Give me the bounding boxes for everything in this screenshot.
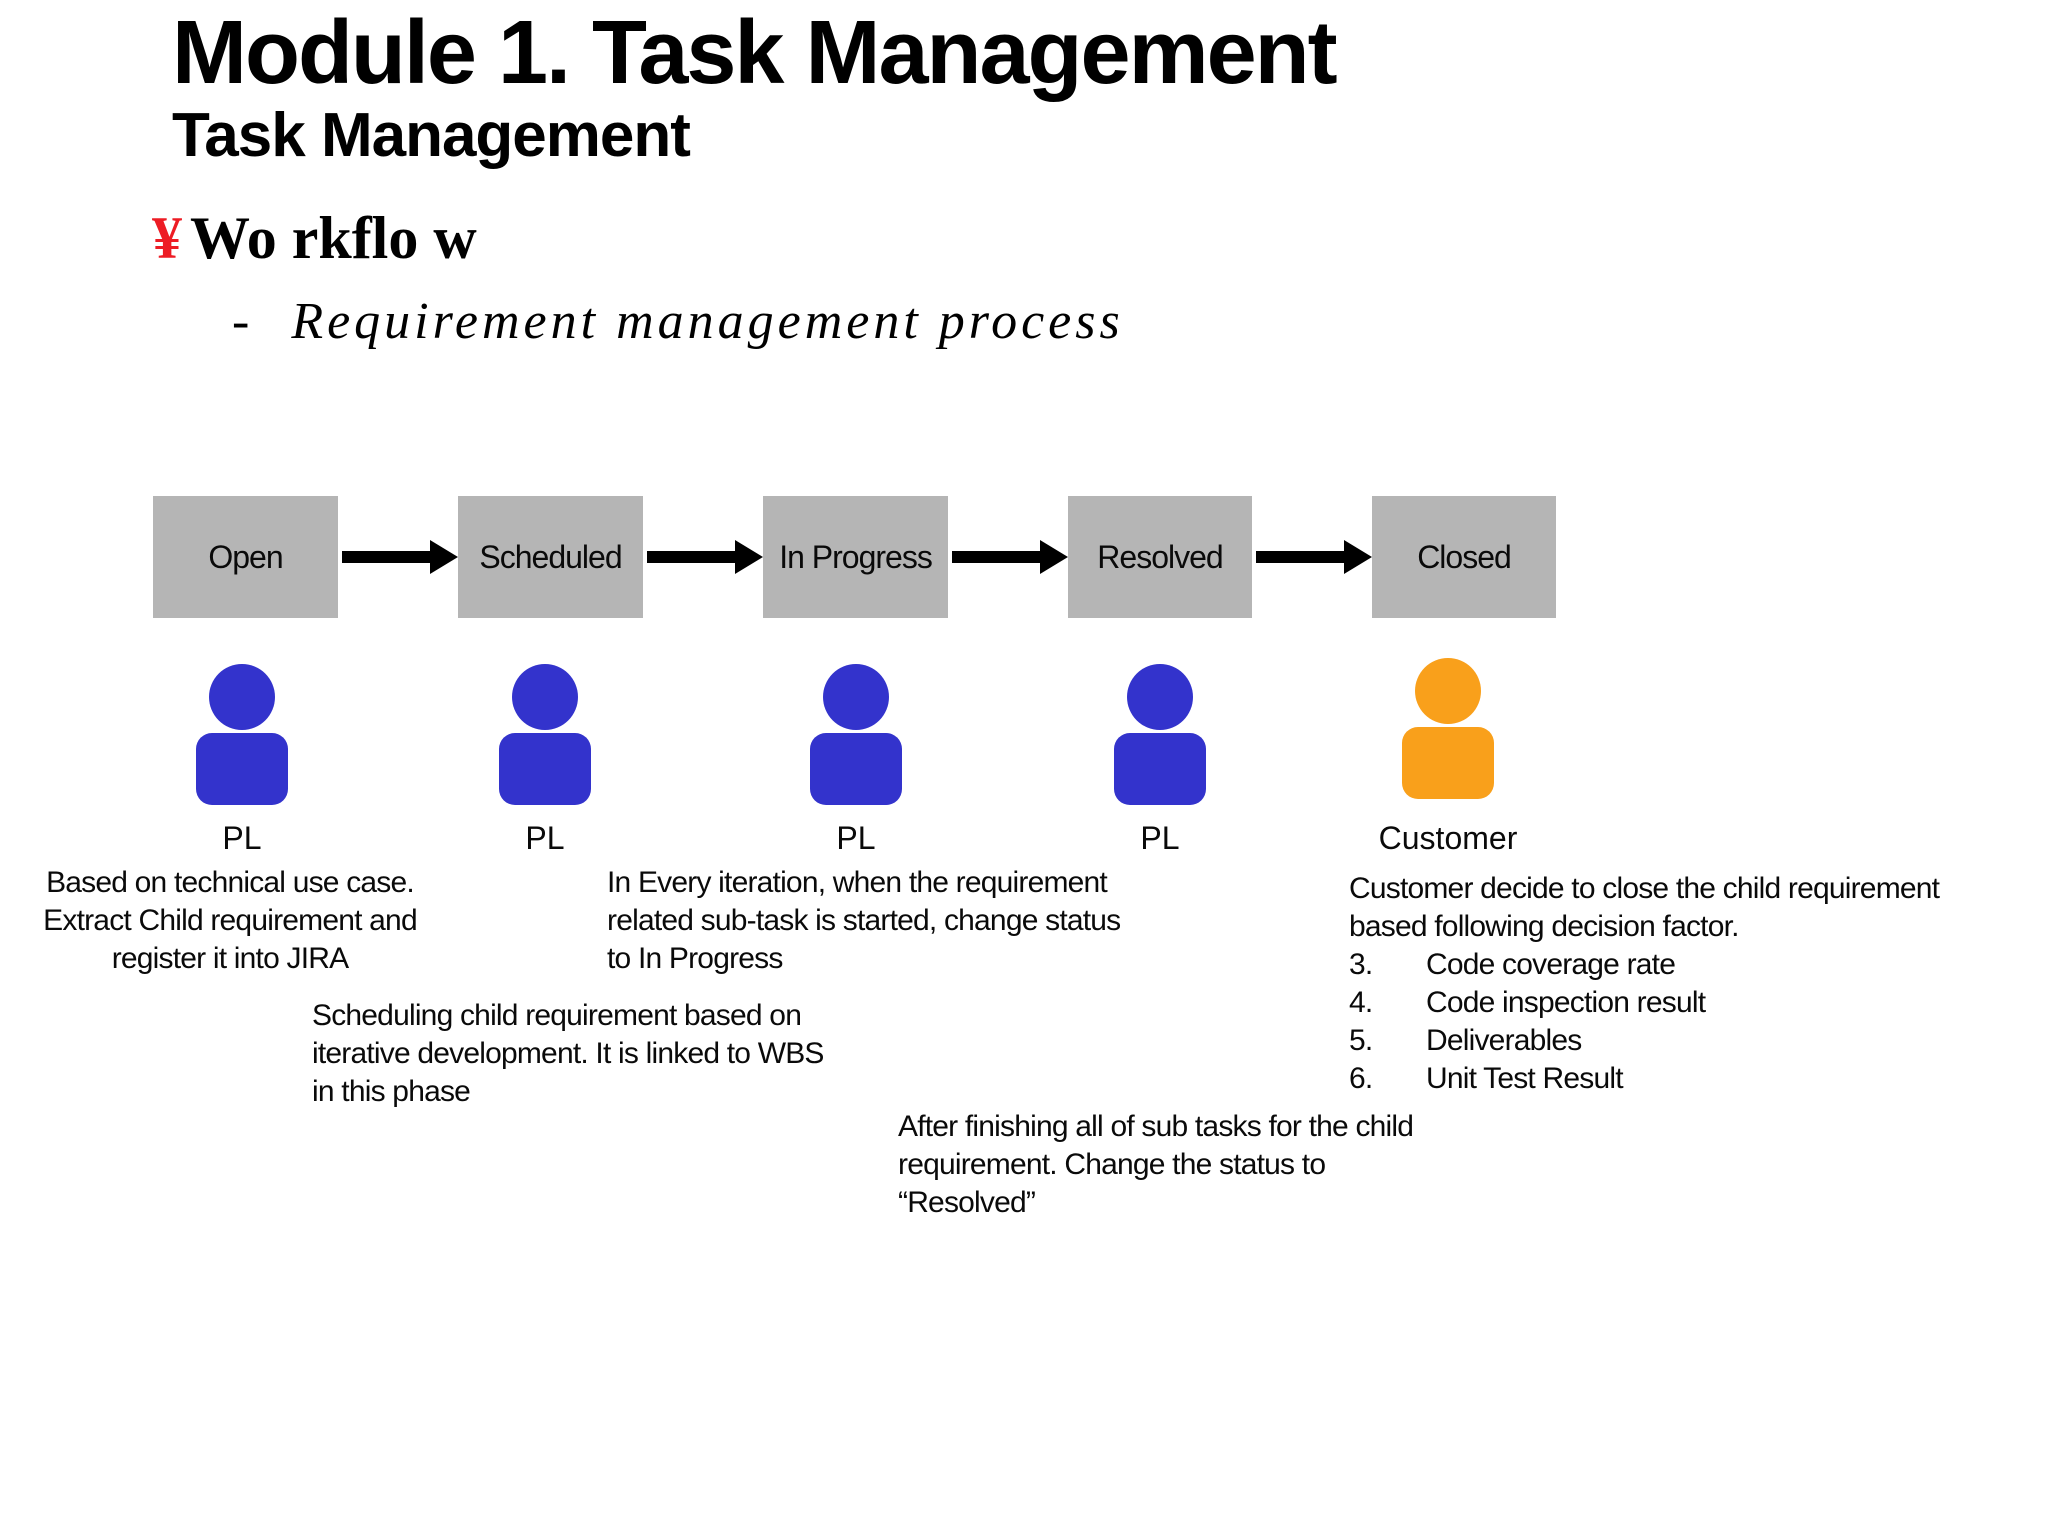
stage-label-closed: Closed	[1417, 538, 1512, 575]
sub-bullet-label: Requirement management process	[291, 293, 1124, 350]
annotation-in-progress: In Every iteration, when the requirement…	[607, 864, 1167, 978]
arrow-inprogress-to-resolved-icon	[952, 540, 1068, 574]
list-number: 3.	[1349, 948, 1373, 981]
person-icon-pl-resolved	[1110, 664, 1210, 805]
list-text: Code inspection result	[1426, 986, 1706, 1019]
annotation-line: Customer decide to close the child requi…	[1349, 872, 1940, 905]
actor-label-pl-open: PL	[222, 820, 262, 856]
page-subtitle: Task Management	[172, 101, 691, 170]
arrow-scheduled-to-inprogress-icon	[647, 540, 763, 574]
list-number: 5.	[1349, 1024, 1373, 1057]
annotation-resolved: After finishing all of sub tasks for the…	[898, 1108, 1458, 1222]
person-icon-pl-scheduled	[495, 664, 595, 805]
person-torso	[196, 733, 288, 805]
annotation-line: related sub-task is started, change stat…	[607, 904, 1121, 937]
person-torso	[1402, 727, 1494, 799]
sub-bullet: - Requirement management process	[232, 292, 1124, 351]
list-text: Code coverage rate	[1426, 948, 1676, 981]
dash-bullet: -	[232, 293, 250, 350]
stage-label-open: Open	[208, 538, 283, 575]
workflow-heading-label: Wo rkflo w	[190, 205, 477, 271]
annotation-line: Extract Child requirement and	[43, 904, 417, 937]
annotation-line: In Every iteration, when the requirement	[607, 866, 1108, 899]
actor-label-pl-in-progress: PL	[836, 820, 876, 856]
decision-factor-item: 4. Code inspection result	[1349, 984, 1989, 1022]
stage-label-resolved: Resolved	[1097, 538, 1223, 575]
stage-box-scheduled: Scheduled	[458, 496, 643, 618]
actor-label-pl-resolved: PL	[1140, 820, 1180, 856]
actor-label-pl-scheduled: PL	[525, 820, 565, 856]
list-text: Deliverables	[1426, 1024, 1582, 1057]
decision-factor-item: 3. Code coverage rate	[1349, 946, 1989, 984]
list-number: 6.	[1349, 1062, 1373, 1095]
annotation-scheduled: Scheduling child requirement based on it…	[312, 997, 872, 1111]
annotation-line: requirement. Change the status to	[898, 1148, 1326, 1181]
arrow-resolved-to-closed-icon	[1256, 540, 1372, 574]
stage-box-resolved: Resolved	[1068, 496, 1252, 618]
person-head	[1127, 664, 1193, 730]
person-head	[823, 664, 889, 730]
decision-factor-item: 5. Deliverables	[1349, 1022, 1989, 1060]
annotation-line: to In Progress	[607, 942, 783, 975]
annotation-line: “Resolved”	[898, 1186, 1036, 1219]
person-head	[512, 664, 578, 730]
annotation-line: based following decision factor.	[1349, 910, 1739, 943]
stage-label-scheduled: Scheduled	[479, 538, 622, 575]
annotation-line: iterative development. It is linked to W…	[312, 1037, 824, 1070]
decision-factor-item: 6. Unit Test Result	[1349, 1060, 1989, 1098]
yen-bullet-icon: ¥	[152, 205, 182, 271]
page-title: Module 1. Task Management	[172, 3, 1338, 103]
workflow-heading: ¥ Wo rkflo w	[152, 204, 477, 273]
arrow-open-to-scheduled-icon	[342, 540, 458, 574]
annotation-closed: Customer decide to close the child requi…	[1349, 870, 1989, 1098]
person-torso	[499, 733, 591, 805]
annotation-line: Scheduling child requirement based on	[312, 999, 802, 1032]
person-icon-customer	[1398, 658, 1498, 799]
stage-box-open: Open	[153, 496, 338, 618]
person-torso	[1114, 733, 1206, 805]
person-icon-pl-in-progress	[806, 664, 906, 805]
annotation-line: in this phase	[312, 1075, 471, 1108]
annotation-open: Based on technical use case. Extract Chi…	[30, 864, 430, 978]
annotation-line: After finishing all of sub tasks for the…	[898, 1110, 1414, 1143]
person-head	[209, 664, 275, 730]
stage-label-in-progress: In Progress	[779, 538, 933, 575]
person-icon-pl-open	[192, 664, 292, 805]
annotation-line: register it into JIRA	[111, 942, 349, 975]
person-torso	[810, 733, 902, 805]
actor-label-customer: Customer	[1378, 820, 1518, 856]
list-text: Unit Test Result	[1426, 1062, 1624, 1095]
person-head	[1415, 658, 1481, 724]
annotation-line: Based on technical use case.	[46, 866, 415, 899]
stage-box-in-progress: In Progress	[763, 496, 948, 618]
list-number: 4.	[1349, 986, 1373, 1019]
stage-box-closed: Closed	[1372, 496, 1556, 618]
